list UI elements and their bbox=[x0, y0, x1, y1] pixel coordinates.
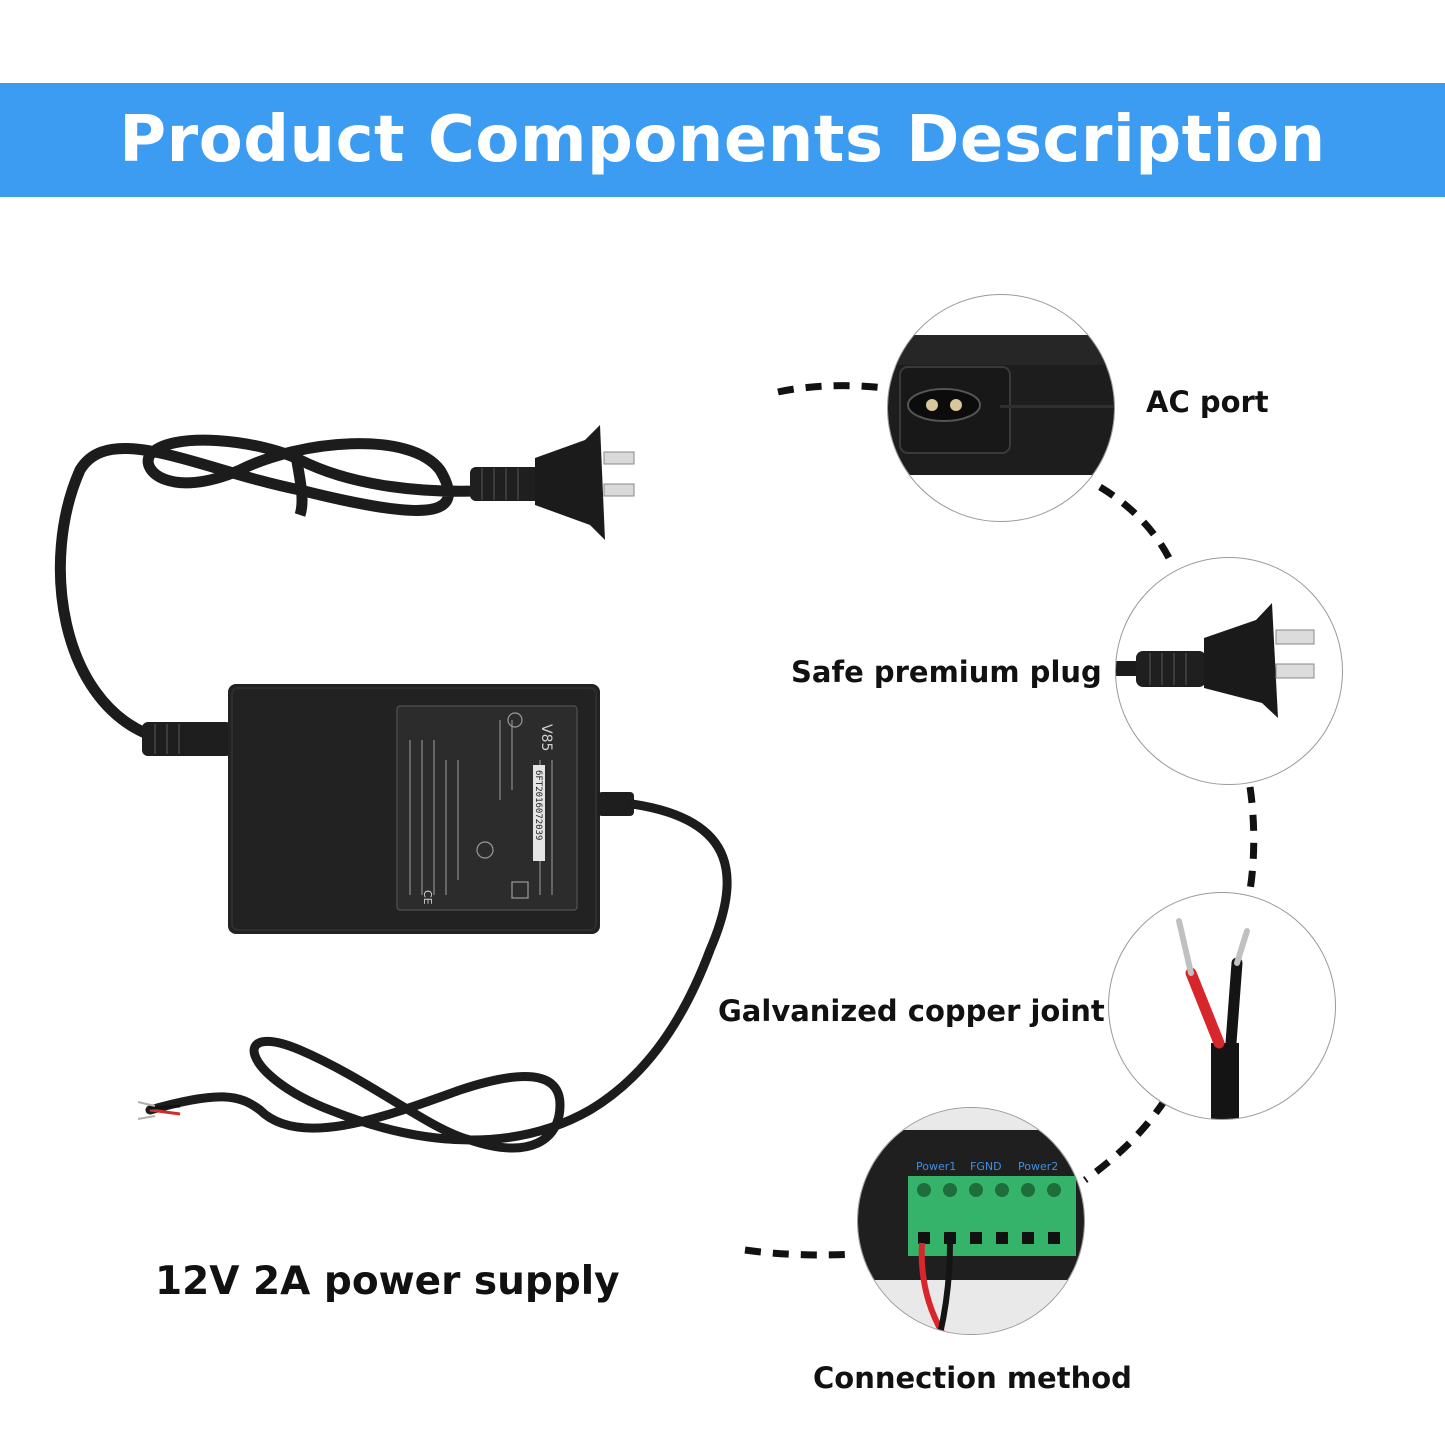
component-label-copper-joint: Galvanized copper joint bbox=[718, 994, 1105, 1028]
terminal-label-power1: Power1 bbox=[916, 1160, 956, 1173]
ac-cord bbox=[54, 434, 506, 741]
copper-joint-circle bbox=[1108, 892, 1336, 1120]
plug-detail bbox=[1116, 603, 1315, 718]
terminal-label-power2: Power2 bbox=[1018, 1160, 1058, 1173]
dc-strain-relief bbox=[598, 792, 634, 816]
ac-port-circle bbox=[887, 294, 1115, 522]
ac-connector bbox=[142, 722, 232, 756]
ac-socket-icon bbox=[907, 388, 981, 422]
page-title: Product Components Description bbox=[119, 103, 1326, 177]
black-wire bbox=[1225, 957, 1243, 1049]
dash-connector bbox=[777, 382, 886, 396]
terminal-label-fgnd: FGND bbox=[970, 1160, 1002, 1173]
red-wire bbox=[1185, 967, 1225, 1049]
adapter-spec-label bbox=[396, 705, 578, 911]
adapter-serial-text: 6FT2016072039 bbox=[533, 770, 543, 840]
copper-joint-detail bbox=[1176, 918, 1250, 1119]
dash-connector bbox=[744, 1246, 856, 1259]
dc-cord bbox=[145, 799, 732, 1153]
connection-method-circle: Power1 FGND Power2 bbox=[857, 1107, 1085, 1335]
red-lead bbox=[149, 1108, 181, 1116]
component-label-plug: Safe premium plug bbox=[791, 655, 1102, 689]
cert-mark-icon bbox=[476, 841, 494, 859]
terminal-block-detail: Power1 FGND Power2 bbox=[858, 1108, 1084, 1334]
ac-port-detail bbox=[888, 335, 1114, 475]
component-label-ac-port: AC port bbox=[1146, 385, 1269, 419]
plug-icon bbox=[1204, 603, 1278, 718]
title-banner: Product Components Description bbox=[0, 83, 1445, 197]
component-label-connection-method: Connection method bbox=[813, 1361, 1132, 1395]
dash-connector bbox=[1246, 786, 1258, 891]
black-wire bbox=[937, 1242, 953, 1334]
svg-text:CE: CE bbox=[421, 890, 434, 905]
dash-connector bbox=[1082, 1098, 1168, 1183]
cert-mark-icon bbox=[507, 712, 523, 728]
dash-connector bbox=[1098, 483, 1174, 562]
adapter-model-text: V85 bbox=[538, 724, 554, 751]
product-label: 12V 2A power supply bbox=[155, 1259, 620, 1304]
plug-prong-upper bbox=[603, 451, 635, 465]
black-lead bbox=[149, 1104, 181, 1110]
gs-mark-icon bbox=[511, 881, 529, 899]
plug-prong-lower bbox=[603, 483, 635, 497]
plug-body bbox=[535, 425, 605, 540]
plug-circle bbox=[1115, 557, 1343, 785]
